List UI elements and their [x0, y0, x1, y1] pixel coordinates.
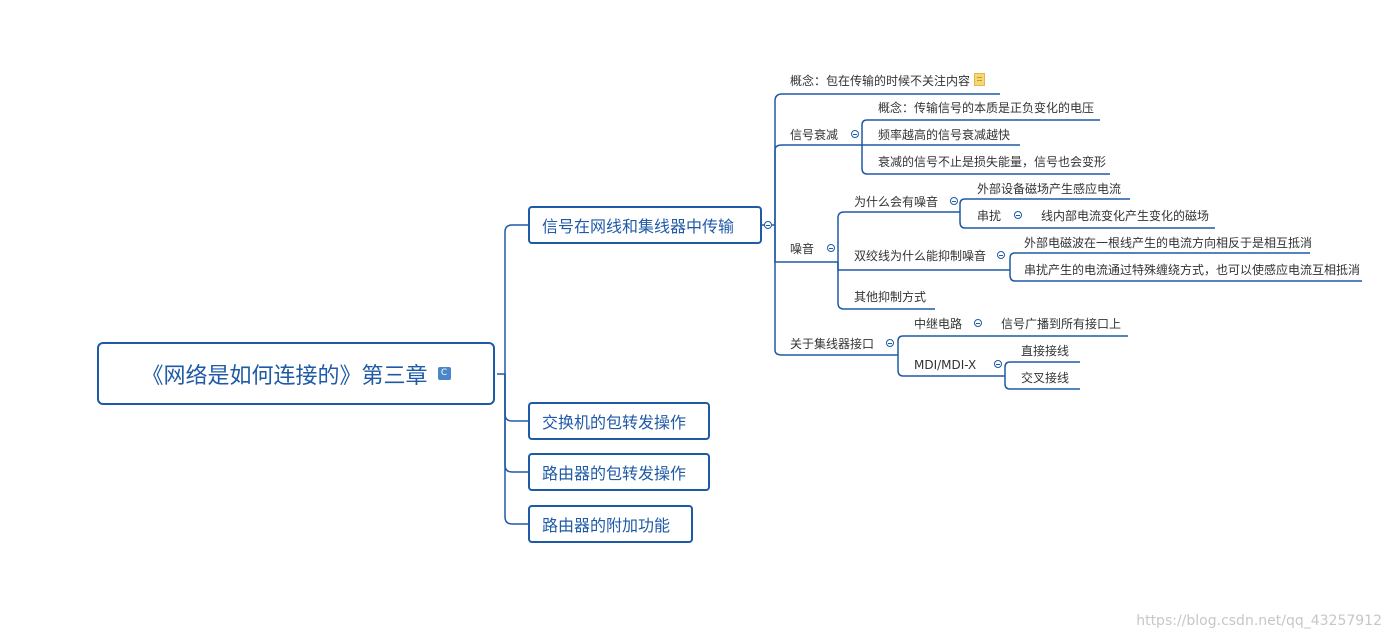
node-crosstalk[interactable]: 串扰: [977, 209, 1002, 223]
branch-switch-forwarding[interactable]: 交换机的包转发操作: [528, 402, 710, 440]
node-attenuation[interactable]: 信号衰减: [790, 128, 839, 142]
node-repeater[interactable]: 中继电路: [914, 317, 963, 331]
branch-router-forwarding[interactable]: 路由器的包转发操作: [528, 453, 710, 491]
root-node[interactable]: 《网络是如何连接的》第三章 C: [97, 342, 495, 405]
node-straight[interactable]: 直接接线: [1021, 344, 1070, 358]
node-crosstalk-detail[interactable]: 线内部电流变化产生变化的磁场: [1041, 209, 1210, 223]
node-why-noise[interactable]: 为什么会有噪音: [854, 195, 939, 209]
node-twisted-reason2[interactable]: 串扰产生的电流通过特殊缠绕方式，也可以使感应电流互相抵消: [1024, 263, 1361, 277]
node-mdi[interactable]: MDI/MDI-X: [914, 358, 977, 372]
collapse-toggle-icon[interactable]: [886, 339, 894, 347]
branch-label: 信号在网线和集线器中传输: [542, 217, 735, 236]
collapse-toggle-icon[interactable]: [851, 130, 859, 138]
collapse-toggle-icon[interactable]: [974, 319, 982, 327]
collapse-toggle-icon[interactable]: [997, 251, 1005, 259]
node-attenuation-shape[interactable]: 衰减的信号不止是损失能量，信号也会变形: [878, 155, 1107, 169]
branch-signal-transmission[interactable]: 信号在网线和集线器中传输: [528, 206, 762, 244]
node-noise[interactable]: 噪音: [790, 242, 815, 256]
node-crossover[interactable]: 交叉接线: [1021, 371, 1070, 385]
node-attenuation-concept[interactable]: 概念：传输信号的本质是正负变化的电压: [878, 101, 1095, 115]
branch-label: 路由器的附加功能: [542, 516, 671, 535]
collapse-toggle-icon[interactable]: [950, 197, 958, 205]
node-attenuation-freq[interactable]: 频率越高的信号衰减越快: [878, 128, 1011, 142]
node-twisted-pair[interactable]: 双绞线为什么能抑制噪音: [854, 249, 987, 263]
branch-router-extra[interactable]: 路由器的附加功能: [528, 505, 693, 543]
node-repeater-detail[interactable]: 信号广播到所有接口上: [1001, 317, 1122, 331]
note-icon[interactable]: [974, 73, 985, 86]
watermark: https://blog.csdn.net/qq_43257912: [1136, 613, 1382, 629]
node-other-methods[interactable]: 其他抑制方式: [854, 290, 927, 304]
node-concept-main[interactable]: 概念：包在传输的时候不关注内容: [790, 74, 971, 88]
branch-label: 路由器的包转发操作: [542, 464, 687, 483]
node-twisted-reason1[interactable]: 外部电磁波在一根线产生的电流方向相反于是相互抵消: [1024, 236, 1313, 250]
collapse-toggle-icon[interactable]: [764, 221, 772, 229]
node-hub-port[interactable]: 关于集线器接口: [790, 337, 875, 351]
collapse-toggle-icon[interactable]: [994, 360, 1002, 368]
root-title: 《网络是如何连接的》第三章: [141, 363, 428, 389]
collapse-toggle-icon[interactable]: [827, 244, 835, 252]
collapse-toggle-icon[interactable]: [1014, 211, 1022, 219]
node-external-field[interactable]: 外部设备磁场产生感应电流: [977, 182, 1122, 196]
code-badge-icon[interactable]: C: [437, 367, 451, 380]
branch-label: 交换机的包转发操作: [542, 413, 687, 432]
